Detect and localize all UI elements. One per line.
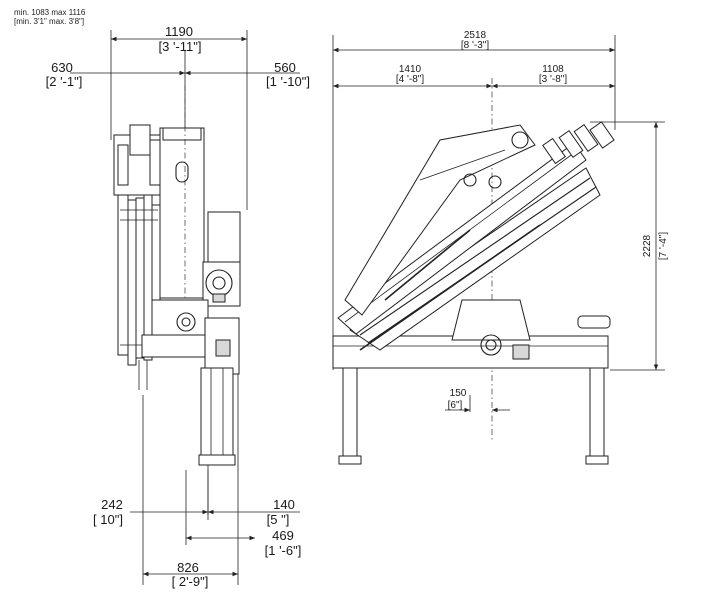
dim-469: 469	[272, 528, 294, 543]
dim-140: 140	[273, 497, 295, 512]
dim-150: 150	[450, 388, 467, 399]
dim-2228: 2228	[642, 234, 653, 257]
dim-560-imperial: [1 '-10"]	[266, 74, 310, 89]
dim-242-imperial: [ 10"]	[93, 512, 123, 527]
dim-150-imperial: [6"]	[448, 400, 463, 411]
dim-1410-imperial: [4 '-8"]	[396, 74, 424, 85]
dim-826: 826	[177, 560, 199, 575]
stroke-range-metric: min. 1083 max 1116	[14, 8, 86, 17]
stroke-range-imperial: [min. 3'1" max. 3'8"]	[14, 17, 85, 26]
side-view	[332, 35, 665, 465]
dim-630-imperial: [2 '-1"]	[46, 74, 83, 89]
dim-1190: 1190	[165, 24, 193, 39]
dim-826-imperial: [ 2'-9"]	[172, 574, 209, 589]
side-view-dimensions: 2518 [8 '-3"] 1410 [4 '-8"] 1108 [3 '-8"…	[396, 30, 669, 411]
dim-630: 630	[51, 60, 73, 75]
dim-1190-imperial: [3 '-11"]	[159, 39, 202, 54]
dim-560: 560	[274, 60, 296, 75]
end-view	[70, 30, 300, 585]
dim-469-imperial: [1 '-6"]	[265, 543, 302, 558]
dim-242: 242	[101, 497, 123, 512]
stroke-range-note: min. 1083 max 1116 [min. 3'1" max. 3'8"]	[14, 8, 85, 26]
dim-1108-imperial: [3 '-8"]	[539, 74, 567, 85]
dim-2228-imperial: [7 '-4"]	[658, 232, 669, 260]
dim-1108: 1108	[542, 64, 564, 75]
dim-140-imperial: [5 "]	[267, 512, 290, 527]
dim-2518: 2518	[464, 30, 487, 41]
dim-2518-imperial: [8 '-3"]	[461, 40, 489, 51]
end-view-dimensions: 1190 [3 '-11"] 630 [2 '-1"] 560 [1 '-10"…	[46, 24, 310, 589]
dim-1410: 1410	[399, 64, 422, 75]
